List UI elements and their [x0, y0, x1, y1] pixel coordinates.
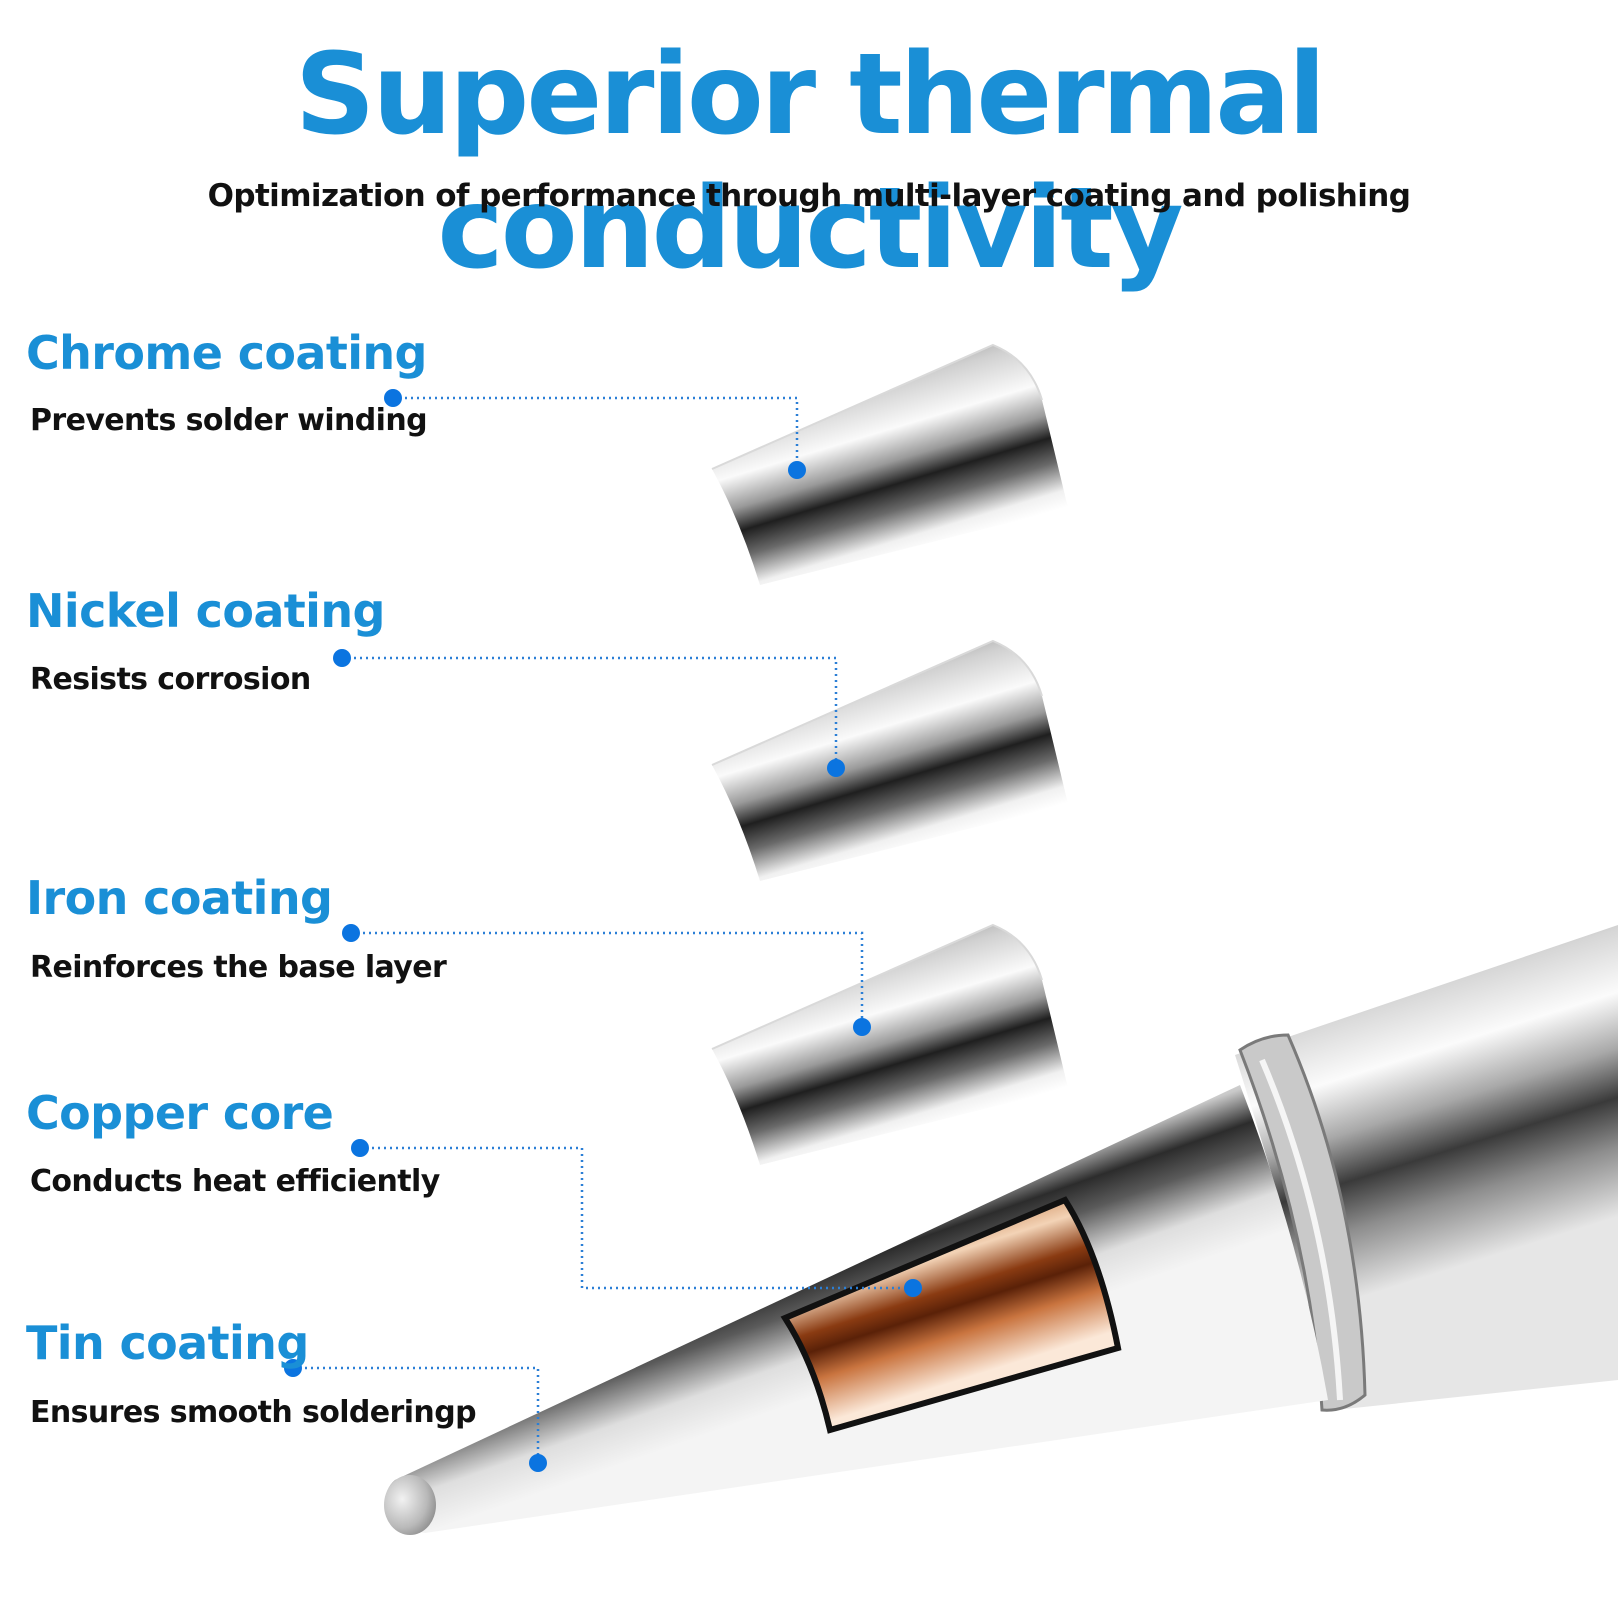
- iron-coating-description: Reinforces the base layer: [30, 950, 447, 985]
- iron-coating-title: Iron coating: [26, 871, 333, 925]
- soldering-tip: [384, 925, 1618, 1535]
- tin-end-dot: [529, 1454, 547, 1472]
- iron-end-dot: [853, 1018, 871, 1036]
- copper-core-cutaway: [780, 1196, 1122, 1434]
- nickel-end-dot: [827, 759, 845, 777]
- nickel-layer-sleeve: [711, 639, 1068, 881]
- copper-core-title: Copper core: [26, 1086, 334, 1140]
- chrome-end-dot: [788, 461, 806, 479]
- copper-end-dot: [904, 1279, 922, 1297]
- chrome-coating-title: Chrome coating: [26, 326, 427, 380]
- chrome-start-dot: [384, 389, 402, 407]
- leader-dots: [284, 389, 922, 1472]
- chrome-layer-sleeve: [711, 343, 1068, 585]
- iron-start-dot: [342, 924, 360, 942]
- tip-point: [384, 1475, 436, 1535]
- iron-leader: [351, 931, 864, 1027]
- chrome-coating-description: Prevents solder winding: [30, 403, 428, 438]
- nickel-leader: [342, 656, 838, 768]
- nickel-coating-title: Nickel coating: [26, 584, 385, 638]
- page-subtitle: Optimization of performance through mult…: [207, 178, 1411, 214]
- leader-lines: [293, 396, 913, 1463]
- page-title: Superior thermal conductivity: [294, 30, 1326, 295]
- tin-start-dot: [284, 1359, 302, 1377]
- iron-layer-sleeve: [711, 923, 1068, 1165]
- copper-leader: [360, 1146, 913, 1290]
- chrome-leader: [393, 396, 799, 470]
- tin-coating-description: Ensures smooth solderingp: [30, 1395, 477, 1430]
- nickel-coating-description: Resists corrosion: [30, 662, 311, 697]
- copper-core-description: Conducts heat efficiently: [30, 1164, 440, 1199]
- nickel-start-dot: [333, 649, 351, 667]
- copper-start-dot: [351, 1139, 369, 1157]
- tin-coating-title: Tin coating: [26, 1316, 309, 1370]
